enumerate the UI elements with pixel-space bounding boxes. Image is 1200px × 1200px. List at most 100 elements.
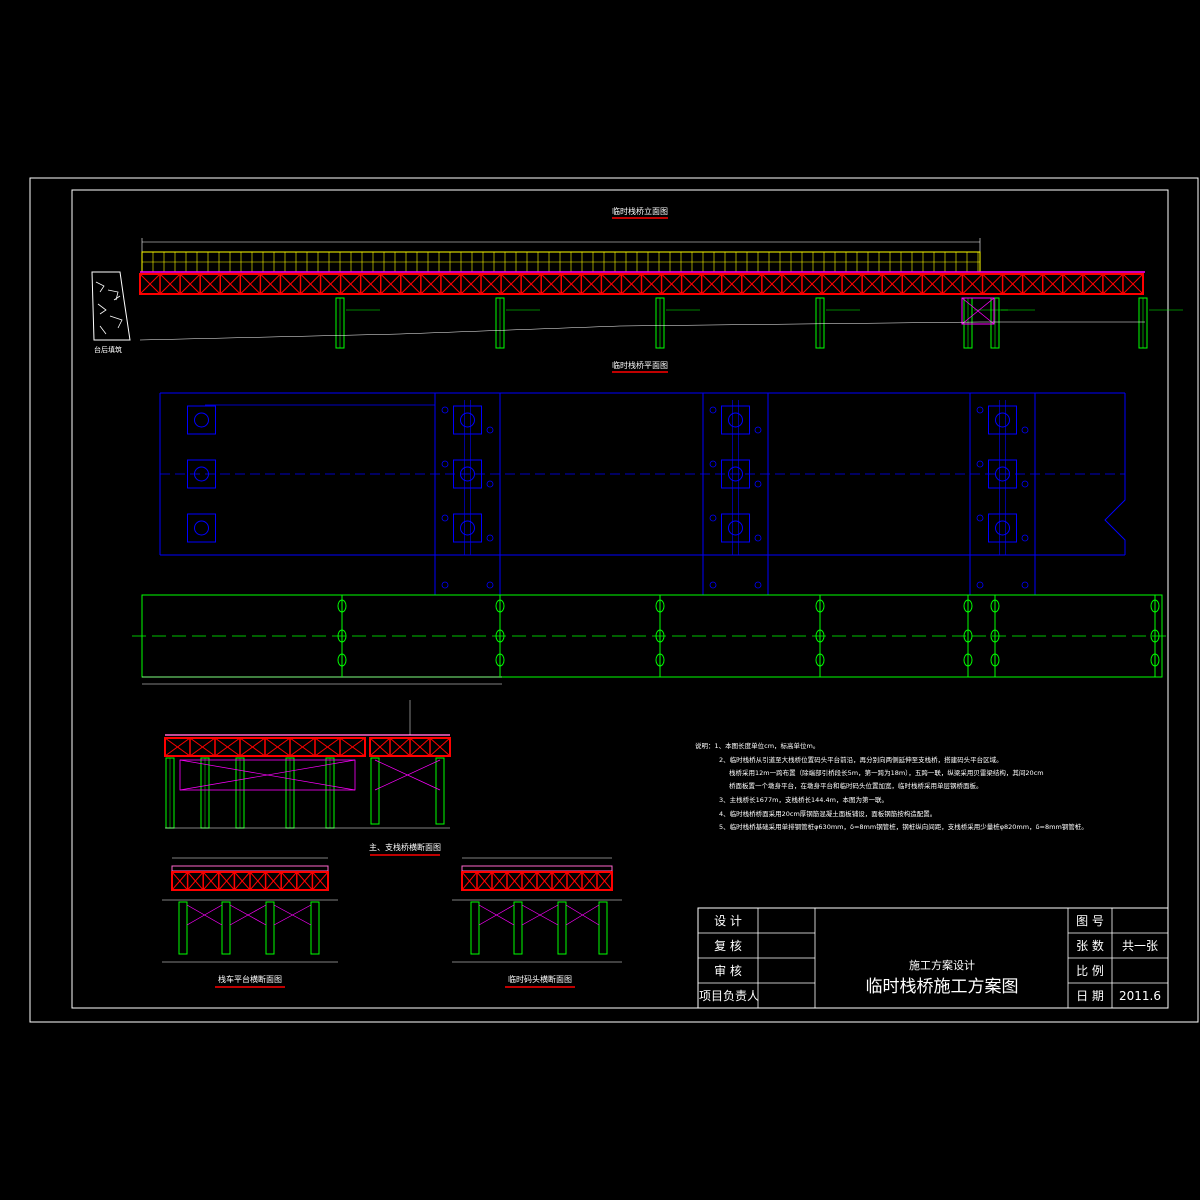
pile-plan-circle <box>337 653 347 667</box>
cs-pile <box>370 757 380 825</box>
outer-frame <box>29 177 1199 1023</box>
pile-cap <box>453 405 482 435</box>
elev-truss-diagonal <box>500 273 522 295</box>
wharf-section-truss-diagonal <box>551 871 568 891</box>
cross-section-title: 主、支栈桥横断面图 <box>369 842 441 852</box>
wharf-section-truss-diagonal <box>581 871 598 891</box>
pile-plan-circle <box>990 653 1000 667</box>
elev-truss-diagonal <box>761 273 783 295</box>
elev-truss-diagonal <box>841 273 863 295</box>
abutment-label: 台后填筑 <box>94 345 122 354</box>
elev-truss-diagonal <box>1062 273 1084 295</box>
bolt <box>441 581 449 589</box>
platform-section-pile <box>221 901 231 955</box>
plan-pile-rows <box>337 595 1160 677</box>
abutment-rock <box>91 271 131 341</box>
elev-truss-diagonal <box>621 273 642 295</box>
pile-plan-circle <box>963 599 973 613</box>
elev-truss-diagonal <box>480 273 502 295</box>
elev-truss-diagonal <box>921 273 943 295</box>
wharf-section-drawing <box>452 857 622 963</box>
pile-circle <box>995 412 1010 428</box>
pile-plan-circle <box>655 599 665 613</box>
cs-brace-frame <box>179 759 356 791</box>
cs-main-truss-diagonal <box>289 737 316 757</box>
platform-section-deck <box>171 865 329 872</box>
wharf-section-pile <box>470 901 480 955</box>
pile-plan-circle <box>815 629 825 643</box>
platform-section-title: 栈车平台横断面图 <box>218 974 282 984</box>
bolt <box>754 581 762 589</box>
pile-plan-circle <box>655 629 665 643</box>
bolt <box>976 581 984 589</box>
bolt <box>1021 534 1029 542</box>
bolt <box>976 406 984 414</box>
elev-truss-diagonal <box>861 273 883 295</box>
pile-plan-circle <box>990 599 1000 613</box>
platform-section-pile <box>265 901 275 955</box>
wharf-section-truss-diagonal <box>506 871 523 891</box>
bolt <box>1021 480 1029 488</box>
bolt <box>976 460 984 468</box>
elev-truss-diagonal <box>199 273 221 295</box>
pile-circle <box>460 520 475 536</box>
platform-section-pile <box>310 901 320 955</box>
plan-title: 临时栈桥平面图 <box>612 360 668 370</box>
elev-truss-diagonal <box>942 273 963 295</box>
wharf-section-brace <box>565 904 600 926</box>
platform-outline <box>434 392 501 596</box>
pile-cap <box>187 513 216 543</box>
elev-truss-diagonal <box>280 273 301 295</box>
note-line-2: 2、临时栈桥从引道至大栈桥位置码头平台前沿，再分别向两侧延伸至支栈桥，搭建码头平… <box>719 755 1003 764</box>
wharf-section-title: 临时码头横断面图 <box>508 974 572 984</box>
cs-pile <box>435 757 445 825</box>
elev-truss-diagonal <box>901 273 923 295</box>
elev-truss-diagonal <box>641 273 662 295</box>
cs-main-truss-diagonal <box>339 737 366 757</box>
elev-truss-diagonal <box>1082 273 1104 295</box>
platform-section-pile <box>178 901 188 955</box>
elev-truss-diagonal <box>1002 273 1023 295</box>
elev-truss-diagonal <box>520 273 542 295</box>
bolt <box>709 581 717 589</box>
cs-branch-truss-diagonal <box>389 737 411 757</box>
elev-truss-diagonal <box>179 273 201 295</box>
elev-truss-diagonal <box>460 273 482 295</box>
platform-outline <box>702 392 769 596</box>
platform-section-truss-diagonal <box>218 871 235 891</box>
pile-cap <box>187 459 216 489</box>
pile-cap <box>988 459 1017 489</box>
elev-truss-diagonal <box>300 273 321 295</box>
wharf-section-view: 临时码头横断面图 <box>452 857 622 988</box>
pile-circle <box>728 466 743 482</box>
elev-truss-diagonal <box>380 273 402 295</box>
bolt <box>976 514 984 522</box>
elevation-piles <box>335 297 1183 349</box>
elev-truss-diagonal <box>340 273 362 295</box>
elev-truss-diagonal <box>982 273 1003 295</box>
elev-truss-diagonal <box>540 273 562 295</box>
pile-cap <box>453 513 482 543</box>
elev-truss-diagonal <box>741 273 763 295</box>
elev-truss-diagonal <box>260 273 281 295</box>
wharf-section-brace <box>478 904 515 926</box>
pile-plan-circle <box>815 653 825 667</box>
wharf-section-truss-diagonal <box>461 871 478 891</box>
bolt <box>754 480 762 488</box>
platform-section-truss-diagonal <box>171 871 188 891</box>
platform-section-truss-diagonal <box>312 871 329 891</box>
pile-circle <box>194 466 209 482</box>
platform-section-truss-diagonal <box>187 871 204 891</box>
cs-x-brace <box>179 759 356 791</box>
pile-cap <box>187 405 216 435</box>
platform-section-view: 栈车平台横断面图 <box>162 857 338 988</box>
elev-truss-diagonal <box>721 273 743 295</box>
pile-circle <box>194 520 209 536</box>
elev-truss-diagonal <box>1122 273 1144 295</box>
title-block: 设 计 复 核 审 核 项目负责人 施工方案设计 临时栈桥施工方案图 图 号 张… <box>697 907 1169 1009</box>
wharf-section-brace <box>521 904 559 926</box>
cs-branch-truss-diagonal <box>429 737 451 757</box>
wharf-section-truss-diagonal <box>566 871 583 891</box>
bolt <box>754 426 762 434</box>
pile-plan-circle <box>495 653 505 667</box>
